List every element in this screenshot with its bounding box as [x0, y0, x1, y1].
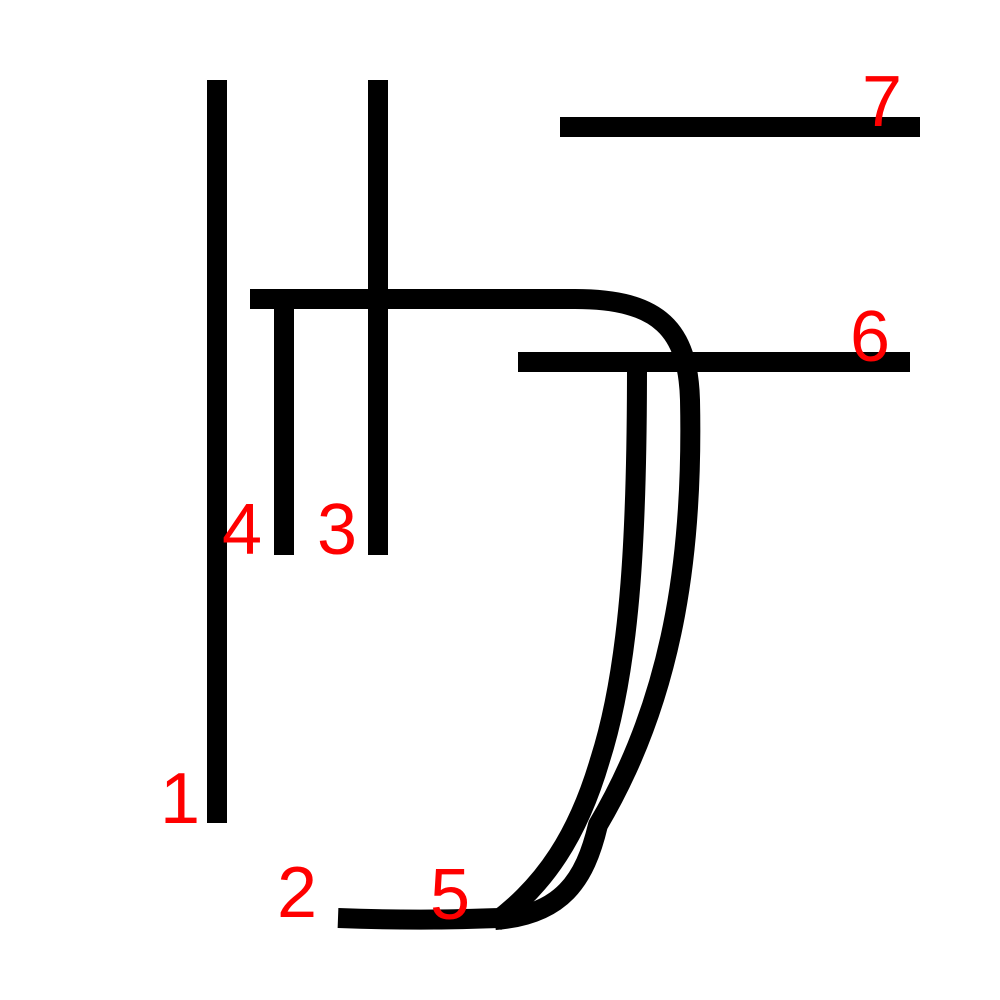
stroke-label-2: 2 — [277, 853, 317, 933]
stroke-6-descender — [489, 364, 647, 931]
stroke-label-4: 4 — [222, 490, 262, 570]
stroke-label-7: 7 — [862, 62, 902, 142]
stroke-label-1: 1 — [160, 759, 200, 839]
stroke-2 — [337, 908, 501, 930]
stroke-label-5: 5 — [430, 855, 470, 935]
stroke-label-3: 3 — [317, 490, 357, 570]
stroke-label-6: 6 — [850, 297, 890, 377]
stroke-5 — [250, 289, 701, 930]
